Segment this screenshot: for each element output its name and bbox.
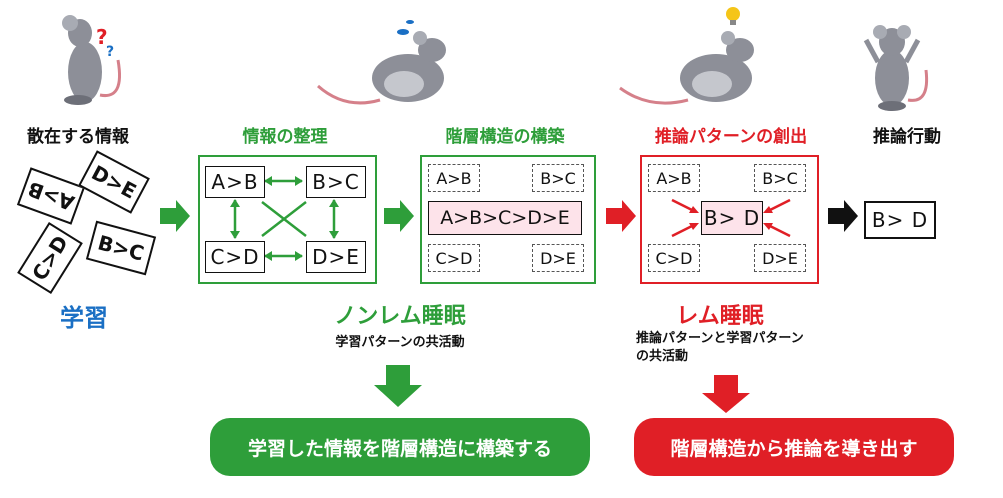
green-arrow-icon (160, 200, 190, 232)
stage-title-hierarchy: 階層構造の構築 (445, 127, 565, 147)
organize-box-bc: B>C (306, 166, 366, 198)
rem-title: レム睡眠 (676, 304, 764, 329)
mouse-sleeping-idea-icon (619, 31, 754, 105)
question-icon: ? (106, 44, 114, 60)
hierarchy-panel (420, 155, 596, 284)
learning-label: 学習 (60, 304, 108, 332)
mouse-sleeping-icon (317, 31, 446, 105)
lightbulb-icon (726, 7, 740, 25)
green-arrow-icon (384, 200, 414, 232)
nrem-result: 学習した情報を階層構造に構築する (210, 418, 590, 476)
red-arrow-icon (606, 200, 636, 232)
pattern-corner-bc: B>C (754, 164, 806, 192)
stage-title-pattern: 推論パターンの創出 (654, 127, 808, 147)
stage-title-scattered: 散在する情報 (27, 127, 129, 147)
hierarchy-chain: A>B>C>D>E (428, 201, 582, 235)
hierarchy-corner-bc: B>C (532, 164, 584, 192)
organize-box-de: D>E (306, 241, 366, 273)
stage-title-organize: 情報の整理 (242, 127, 328, 147)
hierarchy-corner-cd: C>D (428, 244, 480, 272)
green-down-arrow-icon (374, 365, 422, 407)
question-icon: ? (96, 25, 108, 49)
organize-box-ab: A>B (205, 166, 265, 198)
hierarchy-corner-de: D>E (532, 244, 584, 272)
hierarchy-corner-ab: A>B (428, 164, 480, 192)
pattern-corner-cd: C>D (648, 244, 700, 272)
rem-subtitle-1: 推論パターンと学習パターン (636, 331, 804, 346)
red-down-arrow-icon (702, 375, 750, 413)
pattern-panel (640, 155, 819, 284)
organize-panel (198, 155, 377, 284)
rem-result: 階層構造から推論を導き出す (634, 418, 954, 476)
stage-title-action: 推論行動 (873, 127, 941, 147)
mouse-standing-cheer-icon (863, 25, 929, 111)
pattern-corner-de: D>E (754, 244, 806, 272)
organize-box-cd: C>D (205, 241, 265, 273)
black-arrow-icon (828, 200, 858, 232)
action-box: B> D (864, 201, 936, 239)
pattern-center: B> D (701, 201, 763, 235)
pattern-corner-ab: A>B (648, 164, 700, 192)
rem-subtitle-2: の共活動 (636, 349, 689, 364)
mouse-standing-confused-icon (62, 15, 121, 105)
nrem-subtitle: 学習パターンの共活動 (335, 335, 465, 350)
nrem-title: ノンレム睡眠 (334, 304, 466, 329)
